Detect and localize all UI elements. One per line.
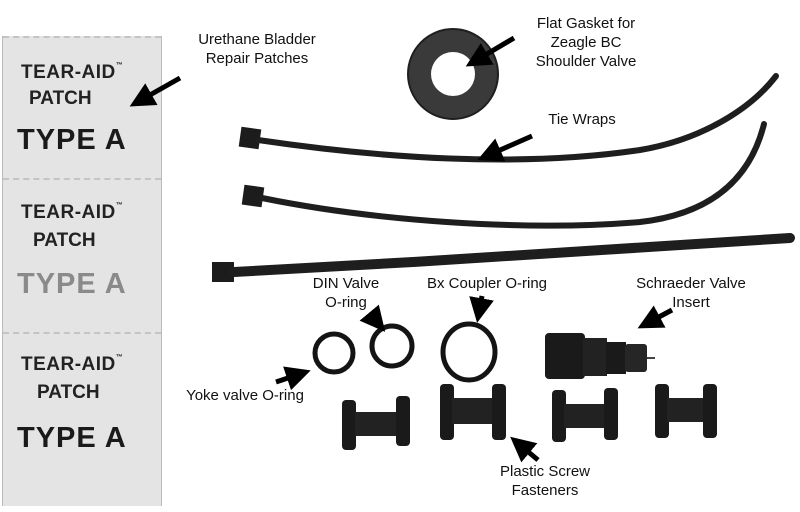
schraeder-valve-insert	[545, 333, 655, 379]
repair-patch-strip: TEAR-AID™ PATCH TYPE A TEAR-AID™ PATCH T…	[2, 36, 162, 506]
tie-wrap-2	[241, 121, 767, 229]
patch-brand: TEAR-AID™	[21, 62, 124, 83]
screw-fastener-3	[552, 388, 618, 442]
label-tie-wraps: Tie Wraps	[548, 111, 616, 128]
patch-word: PATCH	[29, 88, 92, 109]
patch-word: PATCH	[33, 230, 96, 251]
din-o-ring	[369, 323, 415, 369]
perforation	[3, 36, 161, 38]
arrow-schraeder	[637, 305, 674, 329]
label-patches: Urethane Bladder Repair Patches	[198, 31, 316, 67]
arrow-tie-wraps	[477, 133, 534, 162]
arrow-patches	[129, 75, 182, 107]
arrow-gasket	[465, 35, 516, 67]
patch-brand: TEAR-AID™	[21, 202, 124, 223]
label-bx: Bx Coupler O-ring	[426, 275, 548, 292]
tie-wrap-1	[238, 73, 779, 163]
bx-coupler-o-ring	[440, 321, 498, 383]
label-fasteners: Plastic Screw Fasteners	[499, 463, 591, 499]
label-din: DIN Valve O-ring	[312, 275, 380, 311]
screw-fastener-4	[655, 384, 717, 438]
screw-fastener-1	[342, 396, 410, 450]
patch-type: TYPE A	[17, 124, 127, 156]
patch-brand: TEAR-AID™	[21, 354, 124, 375]
arrow-din	[359, 304, 386, 332]
patch-type: TYPE A	[17, 422, 127, 454]
patch-type: TYPE A	[17, 268, 127, 300]
flat-gasket	[407, 28, 499, 120]
arrow-bx	[469, 295, 494, 323]
yoke-o-ring	[312, 331, 356, 375]
label-gasket: Flat Gasket for Zeagle BC Shoulder Valve	[535, 15, 637, 70]
tie-wrap-3	[212, 233, 795, 282]
perforation	[3, 332, 161, 334]
arrow-yoke	[275, 366, 311, 391]
patch-word: PATCH	[37, 382, 100, 403]
label-yoke: Yoke valve O-ring	[186, 387, 304, 404]
arrow-fasteners	[510, 436, 540, 463]
perforation	[3, 178, 161, 180]
screw-fastener-2	[440, 384, 506, 440]
label-schraeder: Schraeder Valve Insert	[636, 275, 746, 311]
